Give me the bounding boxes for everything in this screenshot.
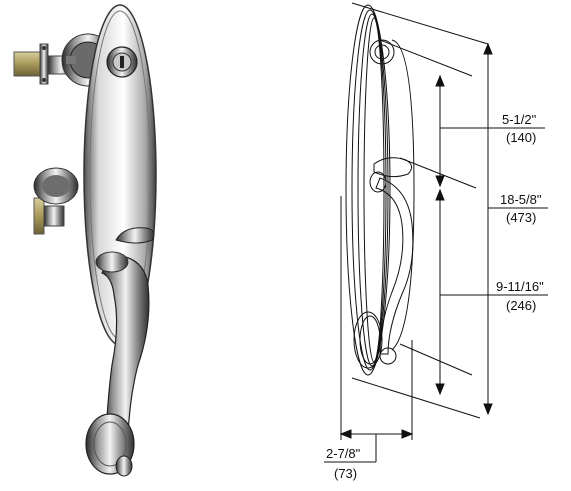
handle-base [85,413,135,477]
drawing-lock-cylinder [369,39,395,65]
dim-thumb-to-bottom-imperial: 9-11/16" [496,279,544,294]
dimension-lines [324,42,548,463]
key-cylinder [106,46,138,78]
handleset-photo [13,4,157,477]
dim-projection-metric: (73) [334,466,357,481]
deadbolt-latch [13,43,75,85]
dimension-drawing [340,2,489,440]
dim-lock-to-thumb-metric: (140) [506,130,536,145]
dim-overall-height-metric: (473) [506,210,536,225]
dimension-labels: 5-1/2" (140) 18-5/8" (473) 9-11/16" (246… [326,112,544,481]
drawing-thumb-piece [373,157,412,178]
dim-lock-to-thumb-imperial: 5-1/2" [502,112,537,127]
latch [33,167,79,235]
drawing-base [353,311,397,369]
drawing-front-plate [391,39,415,351]
thumb-piece [115,227,155,244]
drawing-escutcheon [345,4,391,376]
dim-thumb-to-bottom-metric: (246) [506,298,536,313]
dim-projection-imperial: 2-7/8" [326,446,361,461]
dim-overall-height-imperial: 18-5/8" [500,192,542,207]
